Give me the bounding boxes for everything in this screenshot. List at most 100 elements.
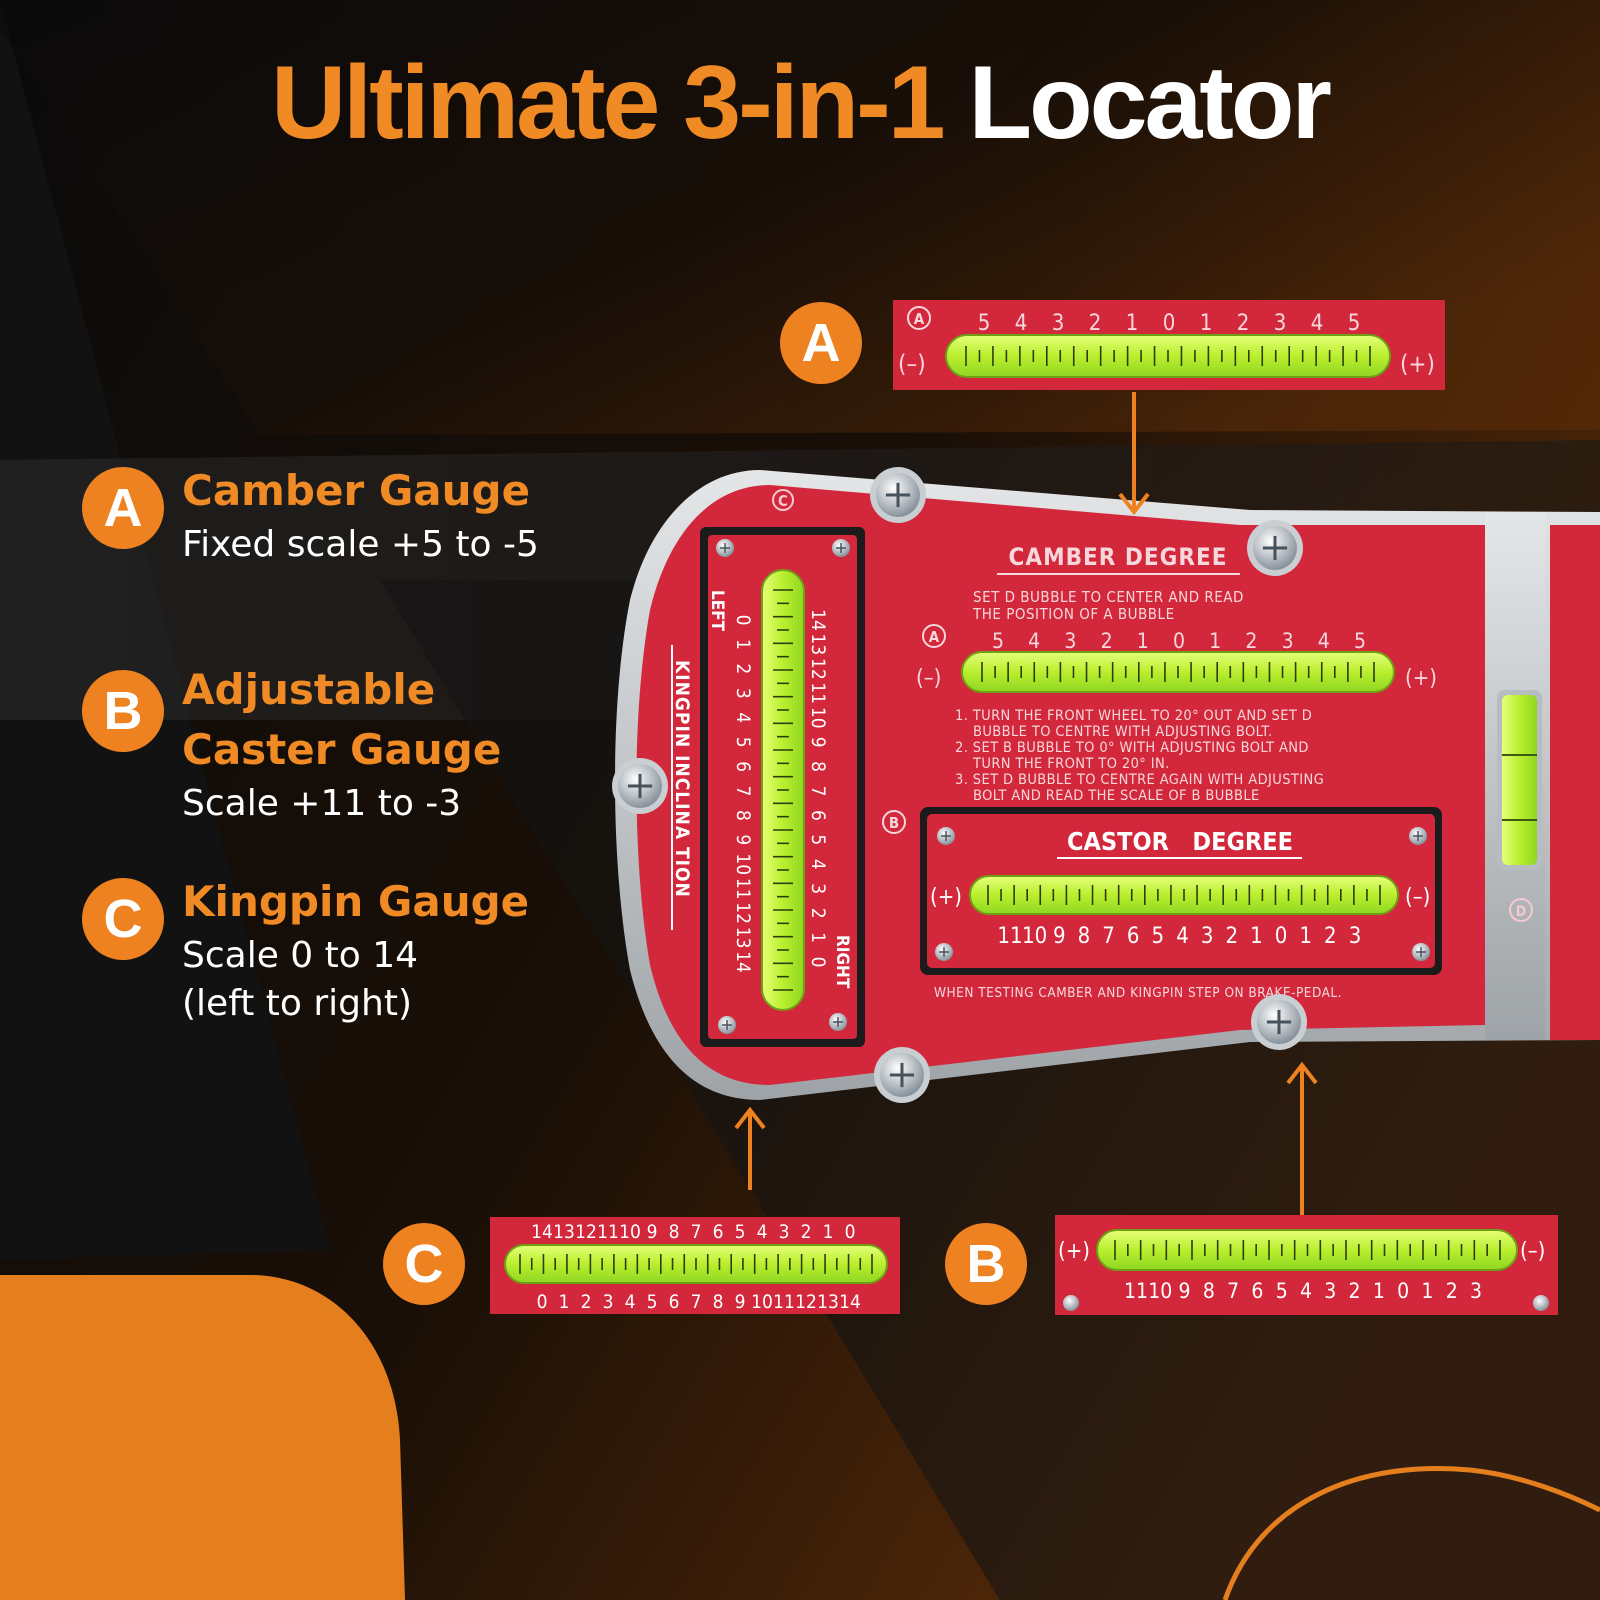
- title-part-1: Ultimate 3-in-1: [271, 45, 946, 161]
- callout-b-tick-label: 6: [1251, 1279, 1263, 1303]
- orange-arc-line: [1222, 1466, 1600, 1600]
- legend-heading-camber: Camber Gauge: [182, 466, 531, 515]
- callout-c-bottom-tick-label: 7: [691, 1291, 702, 1313]
- callout-a-marker: A: [914, 310, 925, 328]
- callout-a-minus: (–): [898, 350, 926, 378]
- kingpin-left-tick-label: 11: [732, 878, 754, 900]
- callout-c-top-tick-label: 13: [553, 1221, 575, 1243]
- castor-device-tick-label: 1: [1250, 924, 1263, 949]
- legend-heading-caster-line1: Adjustable: [182, 665, 436, 714]
- kingpin-left-tick-label: 13: [732, 927, 754, 949]
- kingpin-left-tick-label: 7: [732, 786, 754, 797]
- kingpin-vial-ticks: [773, 589, 793, 991]
- device-right-red: [1550, 525, 1600, 1040]
- castor-device-tick-label: 10: [1022, 924, 1047, 949]
- legend-heading-caster-line2: Caster Gauge: [182, 725, 502, 774]
- instruction-step-line: TURN THE FRONT TO 20° IN.: [972, 756, 1170, 772]
- legend-desc-kingpin-line2: (left to right): [182, 983, 413, 1024]
- kingpin-left-tick-label: 14: [732, 951, 754, 973]
- title-part-2: Locator: [968, 45, 1332, 161]
- callout-c-bottom-tick-label: 13: [817, 1291, 839, 1313]
- kingpin-marker-circle: [772, 489, 794, 511]
- callout-c-bottom-tick-label: 8: [713, 1291, 724, 1313]
- kingpin-left-tick-label: 1: [732, 639, 754, 650]
- kingpin-left-label: LEFT: [707, 590, 727, 632]
- callout-c-bottom-tick-label: 6: [669, 1291, 680, 1313]
- camber-device-tick-label: 4: [1318, 629, 1330, 653]
- callout-a-marker-circle: [907, 306, 931, 330]
- castor-device-tick-label: 7: [1102, 924, 1115, 949]
- callout-b-tick-label: 10: [1148, 1279, 1172, 1303]
- camber-device-tick-label: 1: [1209, 629, 1221, 653]
- callout-c-top-tick-label: 1: [823, 1221, 834, 1243]
- kingpin-left-tick-label: 2: [732, 663, 754, 674]
- castor-minus: (–): [1405, 885, 1430, 910]
- castor-device-tick-label: 5: [1152, 924, 1165, 949]
- callout-b-tick-label: 3: [1470, 1279, 1482, 1303]
- callout-b-tick-label: 1: [1373, 1279, 1385, 1303]
- camber-minus: (–): [916, 666, 941, 691]
- camber-device-tick-label: 5: [992, 629, 1004, 653]
- instruction-steps: 1. TURN THE FRONT WHEEL TO 20° OUT AND S…: [955, 708, 1324, 804]
- callout-c-top-tick-label: 8: [669, 1221, 680, 1243]
- callout-a-tick-label: 3: [1274, 311, 1287, 336]
- kingpin-right-tick-label: 0: [807, 957, 829, 968]
- level-marker: D: [1516, 904, 1526, 920]
- kingpin-right-tick-label: 2: [807, 908, 829, 919]
- callout-a-tick-label: 5: [978, 311, 991, 336]
- kingpin-inclination-label: KINGPIN INCLINA TION: [671, 660, 693, 898]
- callout-a-tick-label: 5: [1348, 311, 1361, 336]
- callout-c-top-tick-label: 11: [597, 1221, 619, 1243]
- callout-b-tick-label: 9: [1179, 1279, 1191, 1303]
- camber-device-tick-label: 3: [1064, 629, 1076, 653]
- camber-plus: (+): [1405, 666, 1437, 691]
- callout-c-bottom-tick-label: 12: [795, 1291, 817, 1313]
- callout-badge-c: C: [383, 1223, 465, 1305]
- castor-device-tick-label: 4: [1176, 924, 1189, 949]
- callout-c-top-tick-label: 12: [575, 1221, 597, 1243]
- callout-c-bottom-tick-label: 4: [625, 1291, 636, 1313]
- castor-device-tick-label: 3: [1201, 924, 1214, 949]
- kingpin-right-tick-label: 7: [807, 786, 829, 797]
- callout-b-screw-left: [1063, 1295, 1079, 1311]
- castor-device-tick-label: 0: [1275, 924, 1288, 949]
- callout-b-ticks: [1114, 1240, 1501, 1260]
- callout-c-bottom-tick-label: 10: [751, 1291, 773, 1313]
- legend-desc-camber: Fixed scale +5 to -5: [182, 524, 539, 565]
- kingpin-left-tick-label: 0: [732, 615, 754, 626]
- kingpin-left-tick-label: 8: [732, 810, 754, 821]
- instruction-step-line: 3. SET D BUBBLE TO CENTRE AGAIN WITH ADJ…: [955, 772, 1324, 788]
- callout-c-ticks: [519, 1254, 873, 1274]
- kingpin-right-tick-label: 13: [807, 634, 829, 656]
- callout-arrows: [734, 392, 1318, 1215]
- callout-b-tick-label: 1: [1421, 1279, 1433, 1303]
- callout-c-top-tick-label: 14: [531, 1221, 553, 1243]
- kingpin-marker: C: [778, 492, 788, 510]
- kingpin-left-tick-label: 9: [732, 834, 754, 845]
- castor-device-tick-label: 2: [1324, 924, 1337, 949]
- level-vial: [1502, 695, 1537, 865]
- footer-note: WHEN TESTING CAMBER AND KINGPIN STEP ON …: [934, 985, 1342, 1001]
- callout-c-top-tick-label: 3: [779, 1221, 790, 1243]
- castor-degree-title: CASTOR DEGREE: [1067, 827, 1293, 856]
- kingpin-right-tick-label: 11: [807, 682, 829, 704]
- page-title: Ultimate 3-in-1 Locator: [0, 46, 1600, 160]
- callout-a-tick-label: 3: [1052, 311, 1065, 336]
- callout-b-plus: (+): [1058, 1239, 1090, 1264]
- callout-b-screw-right: [1533, 1295, 1549, 1311]
- kingpin-left-tick-label: 3: [732, 688, 754, 699]
- camber-device-tick-label: 5: [1354, 629, 1366, 653]
- callout-c-top-tick-label: 10: [619, 1221, 641, 1243]
- instruction-step-line: 2. SET B BUBBLE TO 0° WITH ADJUSTING BOL…: [955, 740, 1309, 756]
- castor-device-tick-label: 3: [1349, 924, 1362, 949]
- callout-b-tick-label: 5: [1276, 1279, 1288, 1303]
- castor-plus: (+): [930, 885, 962, 910]
- callout-a-tick-label: 0: [1163, 311, 1176, 336]
- callout-a-tick-label: 2: [1089, 311, 1102, 336]
- callout-c-top-tick-label: 4: [757, 1221, 768, 1243]
